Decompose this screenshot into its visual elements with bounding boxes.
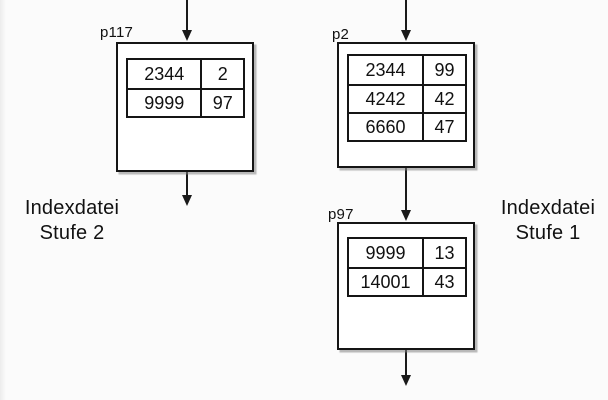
caption-line: Indexdatei	[500, 197, 596, 219]
index-page-box-p97: 9999 13 14001 43	[337, 222, 475, 350]
table-cell-key: 4242	[349, 84, 423, 112]
table-cell-pointer: 47	[422, 112, 465, 140]
table-cell-key: 6660	[349, 112, 423, 140]
table-cell-pointer: 97	[200, 88, 243, 116]
index-table-p2: 2344 99 4242 42 6660 47	[347, 54, 467, 142]
index-page-box-p2: 2344 99 4242 42 6660 47	[337, 42, 475, 168]
table-cell-pointer: 99	[422, 56, 465, 84]
table-cell-key: 14001	[349, 267, 423, 295]
caption-line: Indexdatei	[24, 197, 120, 219]
arrow-into-p2	[401, 0, 411, 41]
caption-line: Stufe 2	[39, 222, 105, 244]
index-table-p97: 9999 13 14001 43	[347, 237, 467, 297]
table-cell-pointer: 13	[422, 239, 465, 267]
caption-indexdatei-stufe-2: Indexdatei Stufe 2	[12, 196, 132, 246]
table-cell-key: 2344	[144, 63, 185, 84]
index-table-p117: 2344 2 9999 97	[126, 58, 245, 118]
node-label-p117: p117	[100, 24, 134, 41]
table-cell-pointer: 2	[200, 60, 243, 88]
arrow-into-p117	[182, 0, 192, 41]
table-cell-pointer: 43	[422, 267, 465, 295]
table-cell-pointer: 42	[422, 84, 465, 112]
node-label-p2: p2	[332, 26, 350, 43]
node-label-p97: p97	[328, 206, 354, 223]
index-page-box-p117: 2344 2 9999 97	[116, 42, 254, 172]
caption-indexdatei-stufe-1: Indexdatei Stufe 1	[488, 196, 608, 246]
table-cell-key: 9999	[365, 242, 406, 263]
table-cell-key: 2344	[365, 59, 406, 80]
caption-line: Stufe 1	[515, 222, 581, 244]
table-cell-key: 9999	[128, 88, 201, 116]
arrow-out-of-p117	[182, 172, 192, 206]
arrow-out-of-p97	[401, 350, 411, 386]
scan-edge-shade	[0, 0, 6, 400]
arrow-p2-to-p97	[401, 168, 411, 221]
